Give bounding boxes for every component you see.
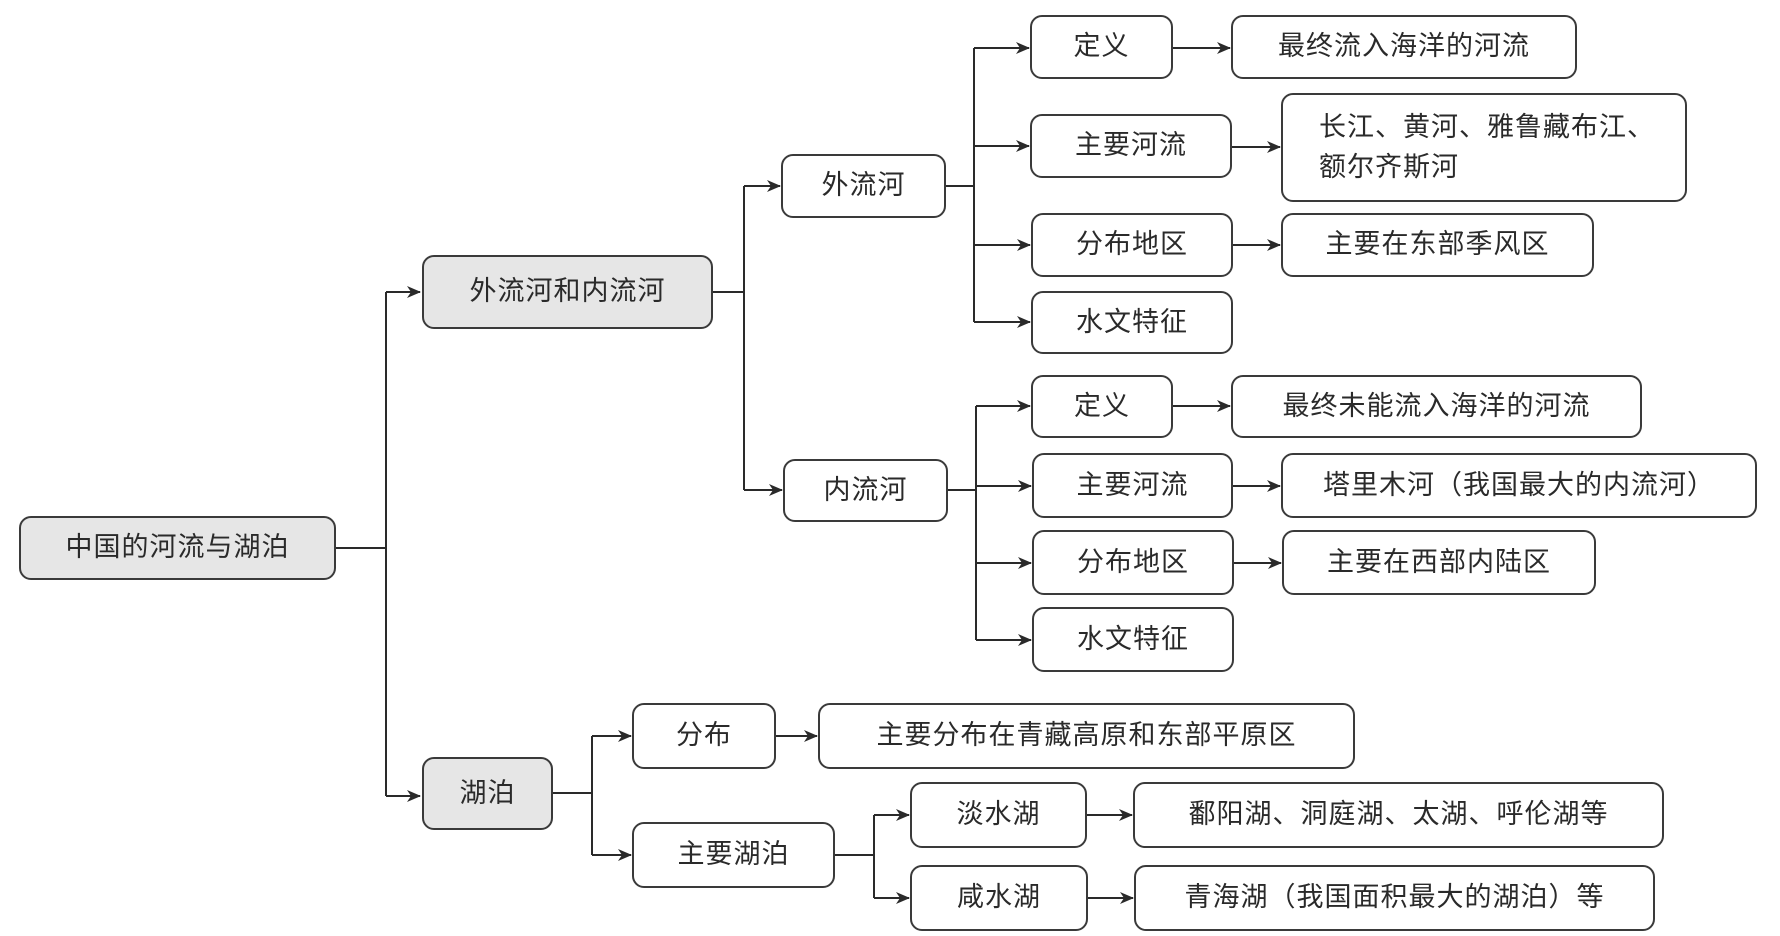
interior-main-rivers-node: 主要河流 [1032,453,1233,518]
interior-main-rivers-label: 主要河流 [1076,469,1189,501]
interior-definition-value: 最终未能流入海洋的河流 [1282,390,1591,422]
saltwater-lake-node: 咸水湖 [910,865,1088,931]
exterior-hydrology-node: 水文特征 [1031,291,1233,354]
interior-definition-node: 定义 [1031,375,1173,438]
interior-distribution-value-node: 主要在西部内陆区 [1282,530,1596,595]
interior-river-label: 内流河 [823,474,908,506]
main-lakes-label: 主要湖泊 [677,839,790,871]
connector-interior-trunk [948,406,977,640]
interior-main-rivers-value-node: 塔里木河（我国最大的内流河） [1281,453,1757,518]
interior-distribution-label: 分布地区 [1077,546,1189,578]
connector-rivers-trunk [713,186,745,490]
interior-definition-label: 定义 [1074,390,1130,422]
exterior-main-rivers-label: 主要河流 [1075,130,1187,162]
lake-distribution-value: 主要分布在青藏高原和东部平原区 [876,720,1297,752]
exterior-distribution-value-node: 主要在东部季风区 [1281,213,1594,277]
rivers-node: 外流河和内流河 [422,255,713,329]
freshwater-lake-label: 淡水湖 [956,799,1041,831]
freshwater-lake-value: 鄱阳湖、洞庭湖、太湖、呼伦湖等 [1188,799,1609,831]
exterior-hydrology-label: 水文特征 [1076,306,1188,338]
freshwater-lake-node: 淡水湖 [910,782,1087,848]
exterior-river-node: 外流河 [781,154,946,218]
connector-lakes-trunk [553,736,593,855]
connector-root-trunk [336,292,387,796]
interior-main-rivers-value: 塔里木河（我国最大的内流河） [1323,469,1715,501]
exterior-main-rivers-value-line2: 额尔齐斯河 [1319,151,1459,183]
exterior-definition-node: 定义 [1030,15,1173,79]
interior-hydrology-node: 水文特征 [1032,607,1234,672]
lake-distribution-value-node: 主要分布在青藏高原和东部平原区 [818,703,1355,769]
connector-exterior-trunk [946,48,975,322]
freshwater-lake-value-node: 鄱阳湖、洞庭湖、太湖、呼伦湖等 [1133,782,1664,848]
exterior-main-rivers-value-line1: 长江、黄河、雅鲁藏布江、 [1319,112,1655,144]
saltwater-lake-value: 青海湖（我国面积最大的湖泊）等 [1184,882,1605,914]
lakes-node: 湖泊 [422,757,553,830]
interior-river-node: 内流河 [783,459,948,522]
exterior-distribution-value: 主要在东部季风区 [1325,229,1550,261]
main-lakes-node: 主要湖泊 [632,822,835,888]
exterior-definition-value: 最终流入海洋的河流 [1278,31,1530,63]
root-label: 中国的河流与湖泊 [65,532,290,564]
exterior-main-rivers-node: 主要河流 [1030,114,1232,178]
interior-distribution-value: 主要在西部内陆区 [1327,546,1551,578]
exterior-river-label: 外流河 [821,170,906,202]
connector-main-lakes-trunk [835,815,875,898]
exterior-main-rivers-value-node: 长江、黄河、雅鲁藏布江、 额尔齐斯河 [1281,93,1687,202]
lake-distribution-label: 分布 [676,720,732,752]
interior-distribution-node: 分布地区 [1032,530,1234,595]
exterior-distribution-node: 分布地区 [1031,213,1233,277]
interior-hydrology-label: 水文特征 [1077,623,1189,655]
root-node: 中国的河流与湖泊 [19,516,336,580]
saltwater-lake-label: 咸水湖 [957,882,1041,914]
interior-definition-value-node: 最终未能流入海洋的河流 [1231,375,1642,438]
lake-distribution-node: 分布 [632,703,776,769]
lakes-label: 湖泊 [459,777,516,809]
exterior-definition-label: 定义 [1073,31,1130,63]
saltwater-lake-value-node: 青海湖（我国面积最大的湖泊）等 [1134,865,1655,931]
exterior-distribution-label: 分布地区 [1076,229,1188,261]
rivers-label: 外流河和内流河 [469,276,666,308]
exterior-definition-value-node: 最终流入海洋的河流 [1231,15,1577,79]
